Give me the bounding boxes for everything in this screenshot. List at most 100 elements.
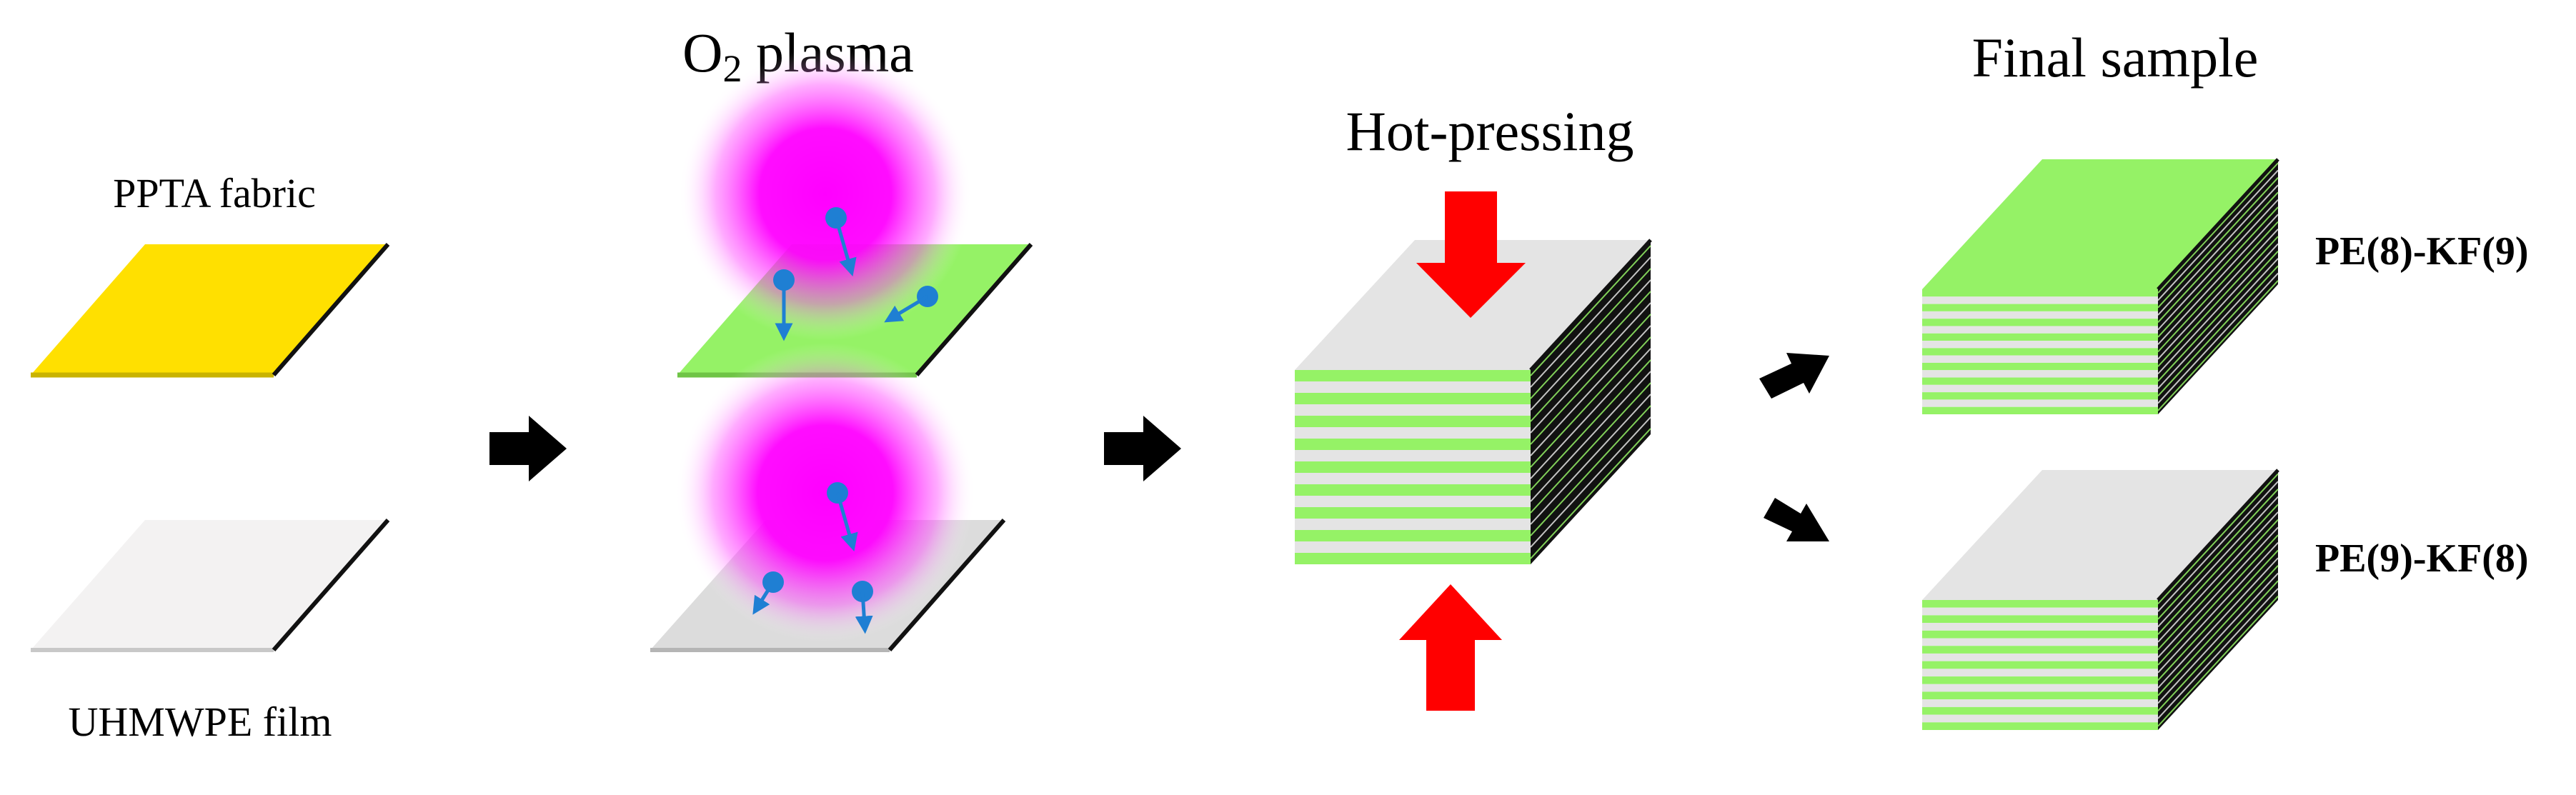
sample-b-label: PE(9)-KF(8)	[2315, 536, 2529, 581]
stack-side-streak	[2157, 191, 2279, 324]
stack-layer	[1922, 289, 2158, 297]
stack-layer	[1922, 630, 2158, 639]
stack-layer	[1922, 392, 2158, 400]
stack-layer	[1922, 638, 2158, 646]
stack-layer	[1922, 341, 2158, 349]
stack-side-streak	[1530, 371, 1651, 502]
stack-side-streak	[1530, 302, 1651, 434]
stack-side-streak	[2157, 280, 2279, 411]
stack-layer	[1922, 653, 2158, 661]
stack-layer	[1922, 623, 2158, 631]
right-arrow-icon	[489, 416, 567, 481]
oxygen-particles-bottom	[752, 482, 873, 634]
stack-layer	[1922, 362, 2158, 371]
stack-side-streak	[2157, 214, 2279, 345]
stack-side-streak	[2157, 229, 2279, 360]
stack-side-streak	[2157, 243, 2279, 375]
stack-side-streak	[1530, 405, 1651, 536]
stack-side-streak	[1530, 336, 1651, 468]
stack-side-streak	[1530, 245, 1651, 376]
stack-layer	[1922, 296, 2158, 304]
stack-side-streak	[1530, 428, 1651, 559]
stack-side-streak	[2157, 177, 2279, 309]
stack-layer	[1922, 355, 2158, 363]
stack-side-streak	[2157, 184, 2279, 316]
stack-layer	[1295, 381, 1531, 393]
right-arrow-icon	[1759, 353, 1829, 399]
stack-side-streak	[2157, 489, 2279, 620]
stack-layer	[1295, 473, 1531, 484]
final-samples: Final sample PE(8)-KF(9) PE(9)-KF(8)	[1922, 26, 2529, 730]
stack-layer	[1922, 714, 2158, 723]
stack-layer	[1295, 416, 1531, 427]
stack-side-streak	[2157, 542, 2279, 674]
stack-side-streak	[2157, 549, 2279, 681]
stack-layer	[1922, 684, 2158, 692]
stack-side-streak	[1530, 416, 1651, 548]
stack-layer	[1922, 691, 2158, 700]
stack-layer	[1922, 311, 2158, 319]
stack-side-streak	[2157, 221, 2279, 353]
stack-top-edge	[2157, 469, 2279, 601]
stack-side-streak	[2157, 272, 2279, 404]
stack-top-edge	[1529, 239, 1652, 371]
stack-side-streak	[2157, 236, 2279, 367]
stack-side-streak	[2157, 162, 2279, 294]
stack-side-streak	[2157, 169, 2279, 301]
stack-layer	[1922, 699, 2158, 707]
right-arrow-icon	[1104, 416, 1181, 481]
stack-layer	[1295, 439, 1531, 450]
stack-side-streak	[1530, 359, 1651, 491]
stack-side-streak	[2157, 572, 2279, 704]
stack-layer	[1922, 669, 2158, 677]
stack-side-streak	[2157, 496, 2279, 628]
stack-side-streak	[2157, 199, 2279, 331]
stack-layer	[1922, 326, 2158, 334]
final-sample-title: Final sample	[1972, 26, 2259, 89]
stack-side-streak	[2157, 473, 2279, 605]
final-stack-pe9-kf8	[1922, 469, 2279, 730]
stack-layer	[1295, 519, 1531, 530]
stack-side-streak	[2157, 206, 2279, 338]
stack-side-streak	[1530, 256, 1651, 388]
stack-side-streak	[2157, 580, 2279, 711]
stack-layer	[1922, 319, 2158, 326]
stack-side-streak	[2157, 258, 2279, 389]
stack-side-streak	[1530, 394, 1651, 525]
right-arrow-icon	[1764, 498, 1829, 541]
plasma-treatment: O2 plasma	[650, 21, 1033, 652]
stack-side-streak	[2157, 519, 2279, 651]
stack-side-streak	[1530, 291, 1651, 422]
stack-layer	[1295, 404, 1531, 416]
stack-side-streak	[2157, 504, 2279, 635]
stack-layer	[1295, 530, 1531, 541]
stack-layer	[1295, 496, 1531, 507]
stack-layer	[1295, 393, 1531, 404]
stack-layer	[1295, 450, 1531, 461]
stack-side-streak	[1530, 268, 1651, 399]
stack-side-streak	[2157, 595, 2279, 727]
stack-layer	[1922, 333, 2158, 341]
plasma-glow-top	[679, 48, 972, 341]
sample-a-label: PE(8)-KF(9)	[2315, 229, 2529, 274]
stack-layer	[1922, 607, 2158, 616]
stack-layer	[1922, 676, 2158, 684]
stack-side-streak	[2157, 565, 2279, 696]
plasma-glow-bottom	[675, 343, 975, 643]
stack-top-edge	[2157, 158, 2279, 291]
stack-layer	[1295, 553, 1531, 564]
final-stack-pe8-kf9	[1922, 158, 2279, 414]
stack-side-streak	[2157, 588, 2279, 719]
stack-side-streak	[2157, 526, 2279, 658]
stack-layer	[1295, 541, 1531, 553]
stack-side-streak	[2157, 265, 2279, 396]
stack-layer	[1295, 507, 1531, 519]
stack-layer	[1922, 615, 2158, 624]
hot-pressing: Hot-pressing	[1295, 100, 1652, 711]
stack-side-streak	[1530, 348, 1651, 479]
stack-top-face	[1922, 470, 2278, 600]
stack-layer	[1922, 370, 2158, 378]
stack-top-face	[1922, 159, 2278, 289]
oxygen-particles-top	[773, 207, 938, 341]
